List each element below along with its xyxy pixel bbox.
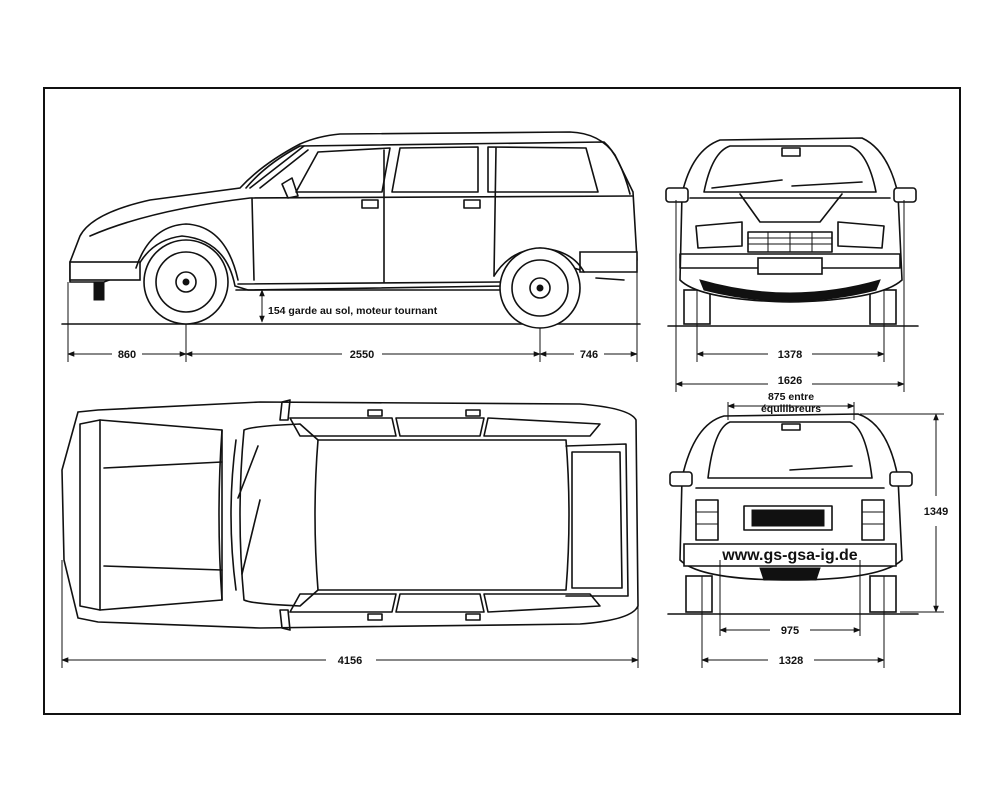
overall-length-dimension: 4156 <box>338 655 362 667</box>
front-overhang-dimension: 860 <box>118 349 136 361</box>
height-dimension: 1349 <box>924 506 948 518</box>
rear-view: www.gs-gsa-ig.de 875 entre équilibreurs … <box>667 391 948 668</box>
front-track-dimension: 1378 <box>778 349 802 361</box>
rear-track-dimension: 1328 <box>779 655 803 667</box>
between-mounts-label: équilibreurs <box>761 403 821 415</box>
side-view: 154 garde au sol, moteur tournant 860 25… <box>61 131 641 362</box>
top-view: 4156 <box>61 399 639 668</box>
website-watermark: www.gs-gsa-ig.de <box>721 547 858 564</box>
front-view: 1378 1626 <box>665 137 919 392</box>
rear-opening-dimension: 975 <box>781 625 799 637</box>
wheelbase-dimension: 2550 <box>350 349 374 361</box>
drawing-frame <box>43 87 961 715</box>
overall-width-dimension: 1626 <box>778 375 802 387</box>
rear-overhang-dimension: 746 <box>580 349 598 361</box>
ground-clearance-label: 154 garde au sol, moteur tournant <box>268 305 438 317</box>
between-mounts-value: 875 entre <box>768 391 814 403</box>
